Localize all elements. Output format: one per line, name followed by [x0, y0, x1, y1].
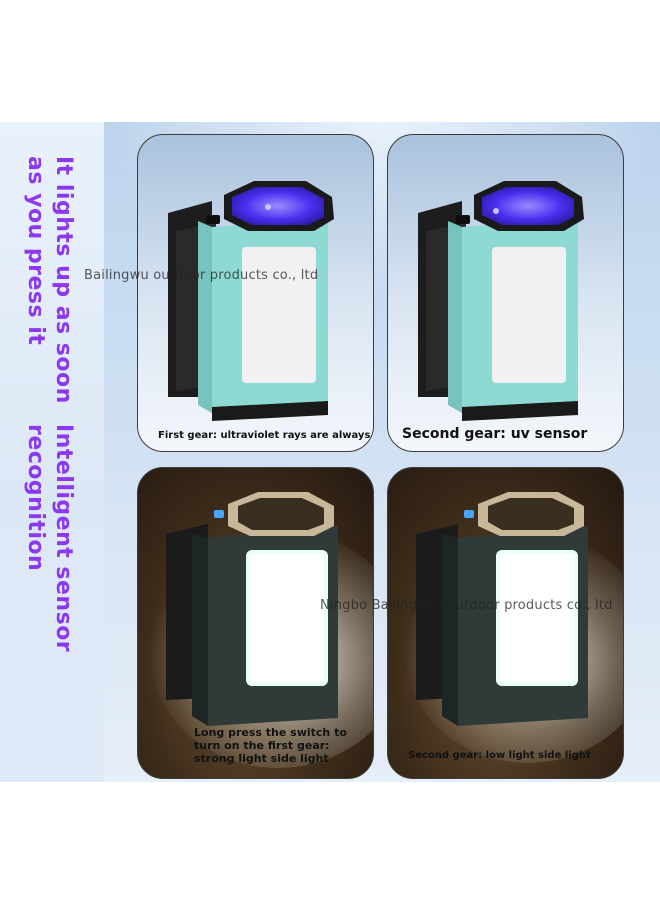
caption-line: strong light side light	[194, 752, 329, 765]
caption-line: Long press the switch to	[194, 726, 347, 739]
flashlight-image	[168, 181, 334, 421]
flashlight-image	[418, 181, 584, 421]
caption-first-gear-uv: First gear: ultraviolet rays are always …	[158, 430, 374, 441]
flashlight-image	[403, 492, 623, 763]
slogan-line-2: as you press it	[23, 156, 48, 346]
card-strong-side-light: Long press the switch to turn on the fir…	[137, 467, 374, 779]
caption-second-gear-uv: Second gear: uv sensor	[402, 426, 588, 442]
slogan-line-1: It lights up as soon	[51, 156, 76, 404]
caption-strong-light: Long press the switch to turn on the fir…	[194, 726, 347, 765]
caption-low-light: Second gear: low light side light	[408, 750, 591, 761]
watermark-bottom: Ningbo Bailingbird outdoor products co.,…	[320, 598, 613, 613]
card-uv-always-on: First gear: ultraviolet rays are always …	[137, 134, 374, 452]
card-low-side-light: Second gear: low light side light	[387, 467, 624, 779]
left-text-strip	[0, 122, 104, 782]
card-uv-sensor: Second gear: uv sensor	[387, 134, 624, 452]
slogan-line-4: recognition	[23, 424, 48, 572]
slogan-line-3: Intelligent sensor	[51, 424, 76, 653]
flashlight-image	[148, 492, 373, 768]
watermark-top: Bailingwu outdoor products co., ltd	[84, 268, 319, 283]
caption-line: turn on the first gear:	[194, 739, 330, 752]
